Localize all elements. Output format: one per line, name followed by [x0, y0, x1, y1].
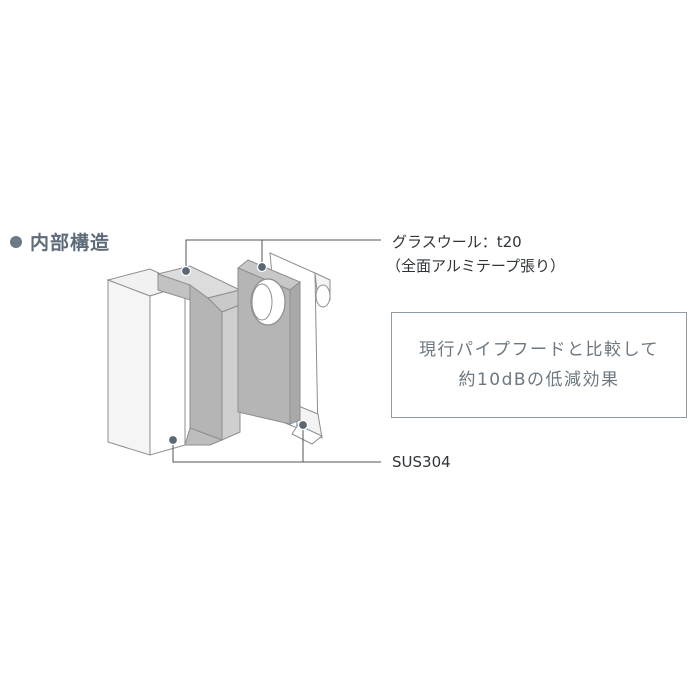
marker-glass-wool-front — [180, 265, 192, 277]
glass-wool-rear-panel — [237, 259, 301, 425]
stainless-label: SUS304 — [392, 453, 451, 471]
noise-reduction-callout: 現行パイプフードと比較して 約10dBの低減効果 — [391, 312, 687, 418]
stainless-front-cover — [106, 268, 187, 456]
callout-line-1: 現行パイプフードと比較して — [419, 340, 659, 360]
glass-wool-front-layer — [156, 265, 242, 446]
marker-glass-wool-rear — [256, 261, 268, 273]
section-heading: 内部構造 — [10, 228, 110, 255]
marker-dots — [167, 261, 309, 446]
glass-wool-label: グラスウール：t20 — [392, 233, 522, 251]
marker-stainless-frame — [297, 419, 309, 431]
marker-stainless-cover — [167, 434, 179, 446]
circle-bullet-icon — [10, 235, 22, 248]
glass-wool-note: （全面アルミテープ張り） — [386, 257, 565, 275]
leader-lines — [172, 239, 381, 463]
callout-line-2: 約10dBの低減効果 — [458, 370, 620, 390]
section-heading-text: 内部構造 — [30, 232, 111, 254]
